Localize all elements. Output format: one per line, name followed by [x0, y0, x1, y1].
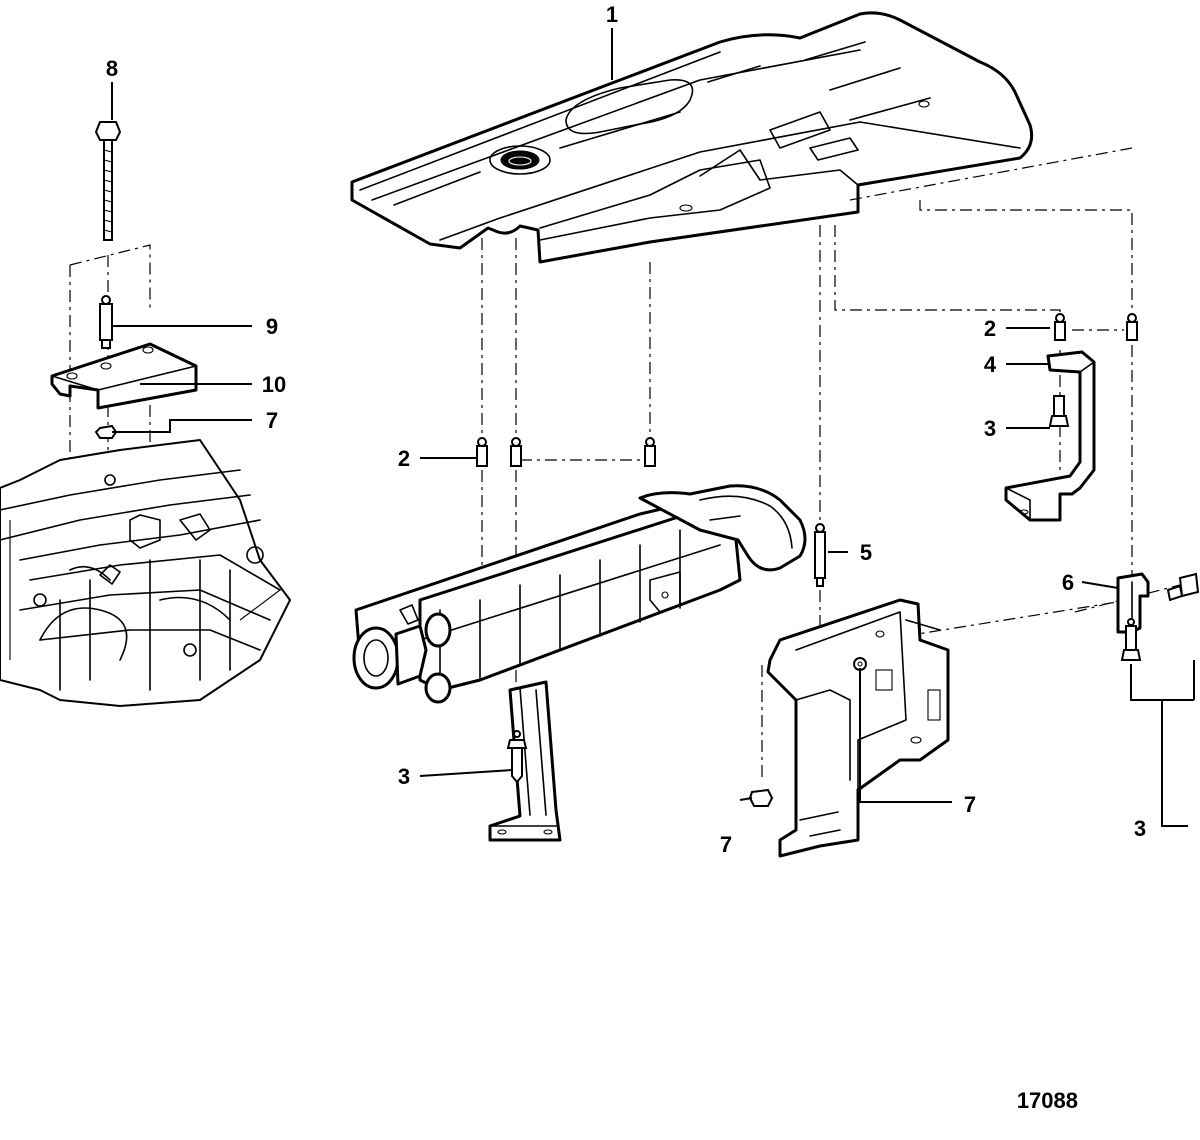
- spacer-9: [99, 295, 113, 349]
- callout-1: 1: [606, 2, 618, 27]
- callout-7-right: 7: [964, 792, 976, 817]
- callout-9: 9: [266, 314, 278, 339]
- callout-3-right-upper: 3: [984, 416, 996, 441]
- mounting-plate: [766, 598, 950, 858]
- callout-10: 10: [262, 372, 286, 397]
- bolt-3-right-lower: [1120, 618, 1142, 661]
- stud-5: [814, 523, 826, 587]
- bolt-side-right: [1166, 572, 1200, 602]
- callout-2-left: 2: [398, 446, 410, 471]
- callout-2-right: 2: [984, 316, 996, 341]
- bolt-3-center: [506, 730, 528, 784]
- callout-3-right-lower: 3: [1134, 816, 1146, 841]
- engine-block-cutaway: [0, 439, 291, 707]
- callout-5: 5: [860, 540, 872, 565]
- callout-labels: 1 2 2 3 3 3 4 5 6 7 7 7 8 9 10: [106, 2, 1146, 857]
- studs-2-row: [476, 437, 656, 467]
- callout-7-left: 7: [266, 408, 278, 433]
- nut-7-left: [94, 424, 118, 439]
- stud-bolt-8: [94, 121, 122, 241]
- support-bracket-center: [488, 680, 562, 842]
- engine-cover: [350, 11, 1034, 264]
- bracket-4: [1004, 350, 1096, 522]
- bracket-6: [1116, 572, 1150, 634]
- callout-7-lower: 7: [720, 832, 732, 857]
- callout-3-center: 3: [398, 764, 410, 789]
- bolt-3-right-upper: [1048, 395, 1070, 427]
- leader-lines: [111, 28, 1195, 827]
- nut-7-lower: [748, 788, 774, 807]
- studs-2-right: [1054, 313, 1138, 341]
- callout-8: 8: [106, 56, 118, 81]
- bracket-plate-10: [50, 342, 198, 410]
- figure-number: 17088: [1017, 1088, 1078, 1113]
- callout-6: 6: [1062, 570, 1074, 595]
- callout-4: 4: [984, 352, 997, 377]
- intercooler: [352, 484, 807, 704]
